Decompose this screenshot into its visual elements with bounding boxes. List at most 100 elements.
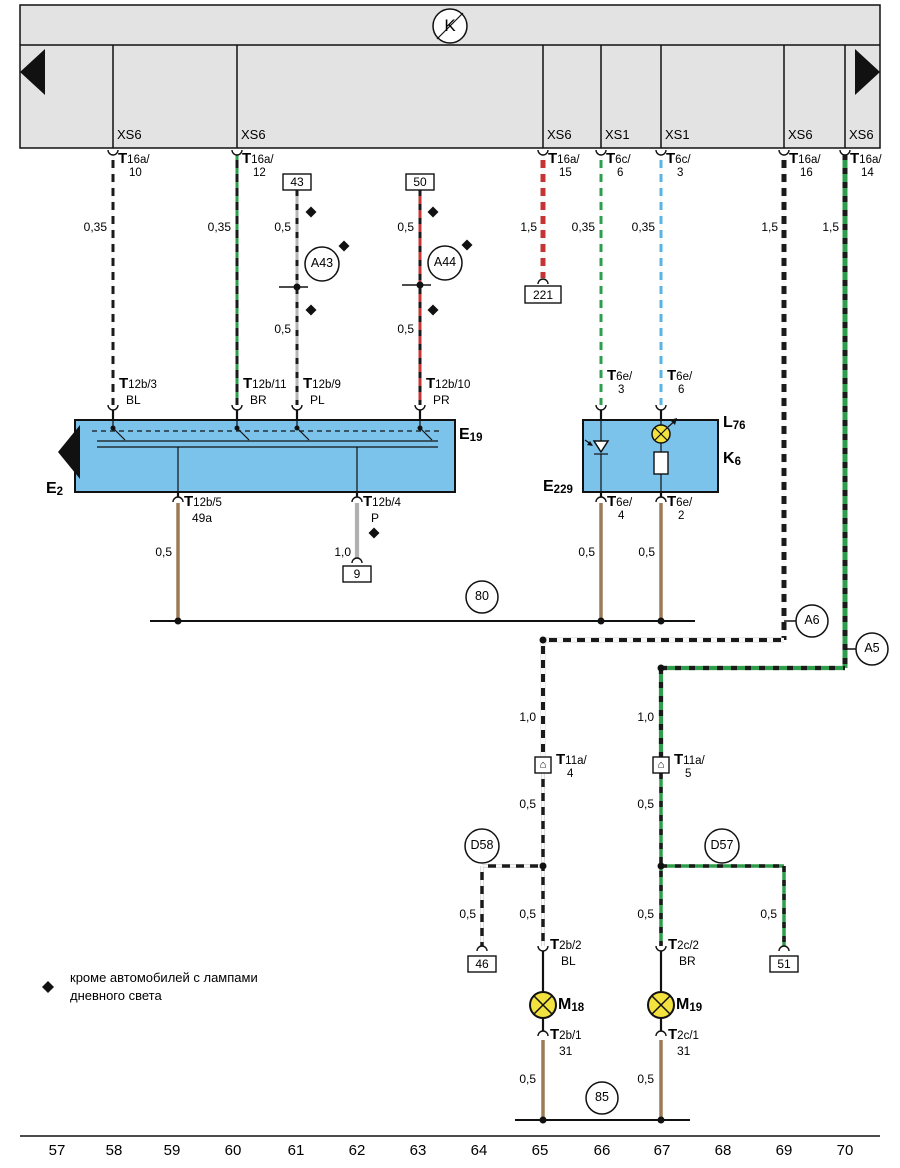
gauge-label: 0,5 [637,1072,654,1086]
gauge-label: 0,5 [519,797,536,811]
gauge-label: 0,5 [760,907,777,921]
ground-80-label: 80 [475,589,489,603]
terminal-label: T2b/1 [550,1026,582,1043]
gauge-label: 1,5 [520,220,537,234]
link-a5-label: A5 [864,641,880,655]
ref-box-221: 221 [532,288,554,302]
pin-label: T6c/ [606,150,631,167]
pin-number: 14 [861,167,874,179]
connector-house-icon: ⌂ [657,759,665,771]
terminal-code: BL [126,393,141,407]
diode-icon [592,440,610,454]
connector-label: T11a/ [674,751,705,768]
wires-ground-brown [176,503,663,1119]
wire-t16a-16-black-white [543,154,787,643]
gauge-label: 1,5 [822,220,839,234]
terminal-label: T12b/3 [119,375,157,392]
bus-arrow-right-icon [855,49,880,95]
terminal-label: T6e/ [607,367,633,384]
component-label-l76: L76 [723,414,746,432]
lamp-m18 [529,991,557,1019]
terminal-label: T12b/10 [426,375,471,392]
gauge-label: 1,0 [334,545,351,559]
terminal-label: T2b/2 [550,936,582,953]
pin-number: 3 [677,167,684,179]
component-e229-l76-k6 [582,418,719,493]
ref-box-46: 46 [475,957,489,971]
inline-connectors [534,756,670,774]
gauge-label: 0,5 [638,545,655,559]
pin-label: T16a/ [789,150,821,167]
connector-label: T11a/ [556,751,587,768]
component-label-m19: M19 [676,996,703,1014]
component-label-m18: M18 [558,996,585,1014]
bus-arrow-left-icon [20,49,45,95]
terminal-pin: 6 [678,384,685,396]
bus-bar [19,4,881,149]
terminal-label: T12b/4 [363,493,401,510]
terminal-cups [107,149,851,1037]
terminal-code: P [371,511,380,525]
link-a5-circle [855,632,889,666]
splice-d58-label: D58 [470,838,494,852]
gauge-label: 0,35 [83,220,107,234]
splice-a43-label: A43 [310,256,334,270]
gauge-label: 0,35 [207,220,231,234]
gauge-label: 1,0 [637,710,654,724]
track-number: 58 [105,1142,123,1159]
ref-box-50: 50 [413,175,427,189]
track-number: 64 [470,1142,488,1159]
gauge-label: 0,5 [397,220,414,234]
terminal-code: 31 [677,1044,691,1058]
ref-box-9: 9 [353,567,361,581]
gauge-label: 0,5 [578,545,595,559]
wire-t16a-14-green-black [661,154,848,671]
track-number: 59 [163,1142,181,1159]
track-number: 67 [653,1142,671,1159]
gauge-label: 0,5 [155,545,172,559]
component-label-e19: E19 [459,426,483,444]
terminal-code: BR [679,954,696,968]
track-number: 62 [348,1142,366,1159]
gauge-label: 0,5 [274,322,291,336]
connector-pin: 5 [685,768,692,780]
gauge-label: 0,5 [519,907,536,921]
component-e19 [58,419,456,493]
ground-85-circle [585,1081,619,1115]
track-number: 60 [224,1142,242,1159]
pin-label: T16a/ [548,150,580,167]
track-number: 61 [287,1142,305,1159]
terminal-label: T12b/5 [184,493,222,510]
gauge-label: 0,5 [397,322,414,336]
track-number: 66 [593,1142,611,1159]
terminal-label: T6e/ [667,367,693,384]
gauge-label: 0,35 [571,220,595,234]
bus-drop-lines [112,45,846,148]
xs-label: XS6 [241,127,266,142]
xs-label: XS1 [605,127,630,142]
terminal-pin: 3 [618,384,625,396]
resistor-icon [653,451,669,475]
component-label-k6: K6 [723,450,741,468]
pin-number: 16 [800,167,813,179]
gauge-label: 0,35 [631,220,655,234]
terminal-code: 49a [192,511,213,525]
track-number: 65 [531,1142,549,1159]
splice-d57-label: D57 [710,838,734,852]
xs-label: XS6 [117,127,142,142]
e2-arrow-icon [58,425,80,479]
terminal-label: T6e/ [607,493,633,510]
link-a6-label: A6 [804,613,820,627]
component-label-e229: E229 [543,478,573,496]
gauge-label: 0,5 [274,220,291,234]
ground-85-label: 85 [595,1090,609,1104]
splice-a44-label: A44 [433,255,457,269]
gauge-label: 1,0 [519,710,536,724]
terminal-label: T6e/ [667,493,693,510]
pin-number: 15 [559,167,572,179]
wires [111,154,848,1119]
gauge-label: 1,5 [761,220,778,234]
terminal-code: BL [561,954,576,968]
connector-t11a4-icon [534,756,552,774]
